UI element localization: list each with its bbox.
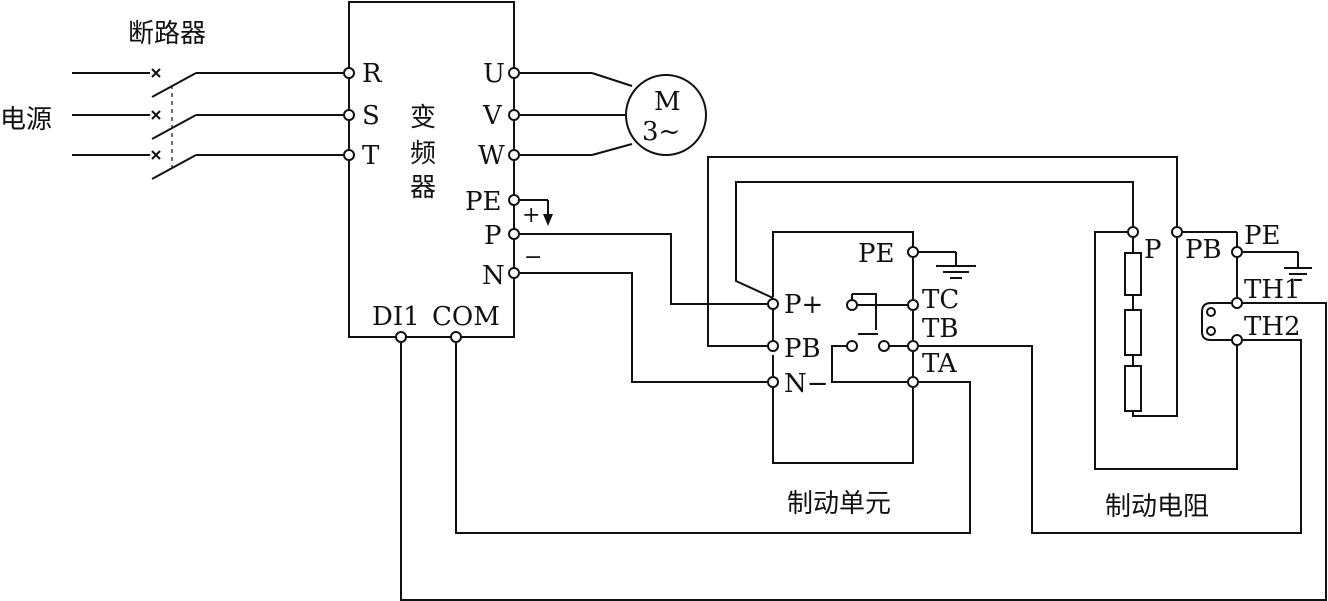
vfd-label-n: N	[482, 261, 505, 291]
vfd-terminal-u[interactable]	[508, 67, 520, 79]
vfd-label-u: U	[483, 59, 505, 89]
br-label-p: P	[1144, 235, 1162, 265]
breaker-label: 断路器	[128, 19, 206, 49]
vfd-label-p: P	[484, 221, 502, 251]
br-terminal-th1[interactable]	[1231, 297, 1243, 309]
vfd-terminal-r[interactable]	[343, 67, 355, 79]
power-source-label: 电源	[0, 105, 52, 135]
vfd-terminal-com[interactable]	[450, 331, 462, 343]
dc-minus-mark: −	[524, 245, 542, 270]
bu-terminal-tb[interactable]	[907, 340, 919, 352]
vfd-label-t: T	[362, 141, 380, 171]
bu-terminal-ta[interactable]	[907, 376, 919, 388]
vfd-terminal-pe[interactable]	[508, 194, 520, 206]
bu-terminal-pb[interactable]	[767, 340, 779, 352]
brake-resistor-box	[1094, 231, 1238, 470]
bu-relay-contacts	[831, 293, 908, 383]
dc-plus-mark: +	[522, 203, 540, 228]
vfd-label-1: 变	[410, 103, 436, 133]
br-terminal-p[interactable]	[1127, 226, 1139, 238]
bu-terminal-n-minus[interactable]	[767, 376, 779, 388]
vfd-terminal-t[interactable]	[343, 149, 355, 161]
br-label-th1: TH1	[1244, 275, 1301, 305]
vfd-terminal-di1[interactable]	[395, 331, 407, 343]
vfd-label-v: V	[482, 101, 503, 131]
vfd-label-3: 器	[410, 173, 436, 203]
bu-label-ta: TA	[922, 349, 958, 379]
vfd-terminal-w[interactable]	[508, 149, 520, 161]
brake-unit-label: 制动单元	[787, 489, 891, 519]
vfd-label-com: COM	[432, 302, 500, 332]
br-terminal-pb[interactable]	[1171, 226, 1183, 238]
bu-label-p-plus: P+	[784, 290, 823, 320]
wiring	[400, 156, 1327, 601]
bu-label-pe: PE	[858, 239, 894, 269]
vfd-terminal-n[interactable]	[508, 267, 520, 279]
bu-label-tc: TC	[922, 285, 959, 315]
vfd-label-di1: DI1	[372, 302, 420, 332]
br-label-th2: TH2	[1244, 312, 1301, 342]
bu-label-pb: PB	[784, 334, 821, 364]
bu-ground-icon	[919, 251, 976, 279]
motor-label-3phase: 3~	[642, 117, 680, 147]
bu-terminal-pe[interactable]	[907, 246, 919, 258]
br-label-pb: PB	[1185, 235, 1222, 265]
br-terminal-pe[interactable]	[1231, 246, 1243, 258]
circuit-breaker	[72, 68, 343, 180]
vfd-box	[348, 1, 515, 338]
motor-label-m: M	[654, 87, 681, 117]
br-terminal-th2[interactable]	[1231, 334, 1243, 346]
vfd-label-r: R	[362, 59, 383, 89]
vfd-label-pe: PE	[465, 187, 501, 217]
bu-label-n-minus: N−	[784, 369, 829, 399]
br-label-pe: PE	[1244, 221, 1280, 251]
br-ground-icon	[1243, 251, 1312, 281]
vfd-terminal-v[interactable]	[508, 109, 520, 121]
pe-arrow	[520, 199, 553, 226]
vfd-terminal-s[interactable]	[343, 109, 355, 121]
vfd-label-s: S	[362, 101, 380, 131]
brake-unit-box	[772, 231, 914, 464]
vfd-terminal-p[interactable]	[508, 228, 520, 240]
brake-resistor-label: 制动电阻	[1105, 492, 1209, 522]
thermal-switch-icon	[1201, 302, 1231, 341]
bu-terminal-p-plus[interactable]	[767, 298, 779, 310]
bu-terminal-tc[interactable]	[907, 299, 919, 311]
vfd-label-w: W	[478, 141, 505, 171]
bu-label-tb: TB	[922, 314, 958, 344]
vfd-label-2: 频	[410, 139, 436, 169]
motor	[520, 72, 707, 156]
